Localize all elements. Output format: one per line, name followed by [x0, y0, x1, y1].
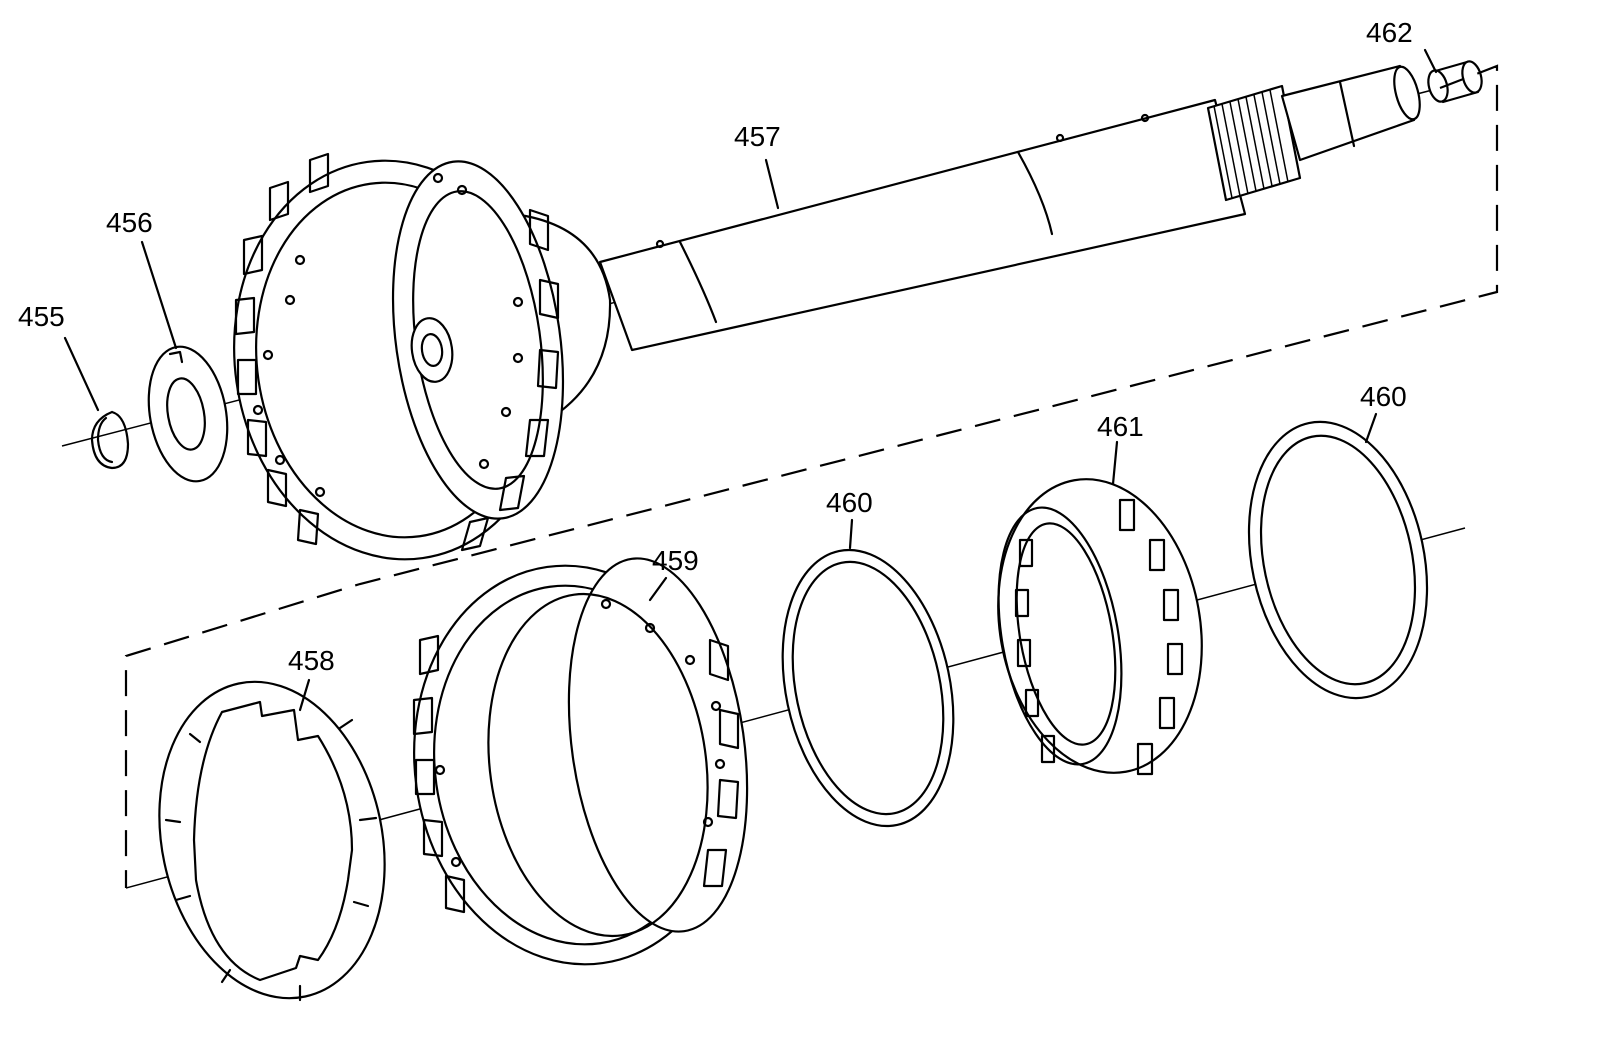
part-459-clutch-hub — [412, 557, 749, 966]
callout-455: 455 — [18, 301, 65, 332]
callout-458: 458 — [288, 645, 335, 676]
part-456-thrust-washer — [147, 345, 229, 483]
callout-460-right: 460 — [1360, 381, 1407, 412]
part-458-clutch-plate — [158, 680, 386, 1002]
callout-457: 457 — [734, 121, 781, 152]
part-460-race-left — [781, 548, 955, 828]
part-457-shaft — [468, 64, 1421, 422]
callout-456: 456 — [106, 207, 153, 238]
callout-462: 462 — [1366, 17, 1413, 48]
part-460-race-right — [1247, 420, 1429, 700]
upper-clutch-drum — [233, 152, 565, 561]
assembly-connector-dashed — [124, 64, 1499, 888]
leader-lines — [63, 48, 1438, 712]
callout-460-left: 460 — [826, 487, 873, 518]
callout-461: 461 — [1097, 411, 1144, 442]
part-461-roller-clutch — [997, 478, 1203, 776]
part-455-snap-ring — [90, 410, 130, 470]
callout-459: 459 — [652, 545, 699, 576]
